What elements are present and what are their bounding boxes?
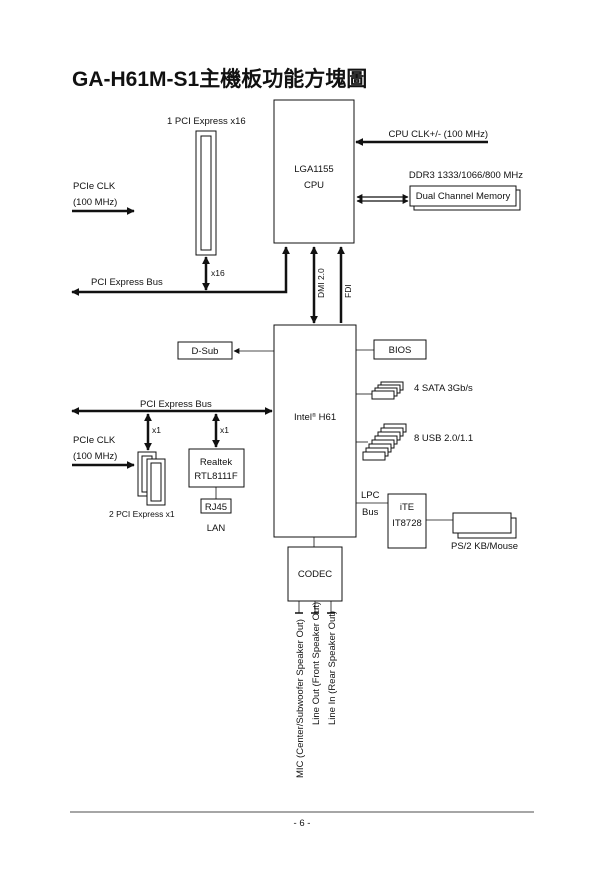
usb-ports <box>362 423 407 461</box>
pcie-bus-top <box>71 246 290 296</box>
chipset-box <box>273 324 357 538</box>
page-title: GA-H61M-S1主機板功能方塊圖 <box>72 67 367 91</box>
dsub-label: D-Sub <box>192 346 219 357</box>
lpc-label-line2: Bus <box>362 507 379 518</box>
cpu-clk-label: CPU CLK+/- (100 MHz) <box>388 129 488 140</box>
cpu-box <box>273 99 355 244</box>
pcie-x16-label: 1 PCI Express x16 <box>167 116 246 127</box>
codec-box <box>287 546 343 602</box>
fdi-label: FDI <box>343 284 353 298</box>
pcie-clk-top-line2: (100 MHz) <box>73 197 117 208</box>
bios-box <box>373 339 427 360</box>
pcie-bus-mid-label: PCI Express Bus <box>140 399 212 410</box>
memory-slot-front <box>409 185 517 207</box>
ps2-port-front <box>452 512 512 534</box>
ite-label-line1: iTE <box>400 502 414 513</box>
cpu-label-line2: CPU <box>304 180 324 191</box>
lan-label: LAN <box>207 523 226 534</box>
pcie-clk-bottom-line1: PCIe CLK <box>73 435 116 446</box>
pcie-clk-top-line1: PCIe CLK <box>73 181 116 192</box>
sata-label: 4 SATA 3Gb/s <box>414 383 473 394</box>
ite-box <box>387 493 427 549</box>
ps2-label: PS/2 KB/Mouse <box>451 541 518 552</box>
mic-label: MIC (Center/Subwoofer Speaker Out) <box>295 619 306 778</box>
pcie-clk-bottom-line2: (100 MHz) <box>73 451 117 462</box>
cpu-label-line1: LGA1155 <box>294 164 333 175</box>
rj45-label: RJ45 <box>205 502 227 513</box>
page-number: - 6 - <box>294 818 311 829</box>
realtek-label-line1: Realtek <box>200 457 232 468</box>
lpc-label-line1: LPC <box>361 490 380 501</box>
memory-box-label: Dual Channel Memory <box>416 191 511 202</box>
pcie-x1-lane: x1 <box>152 425 161 435</box>
dsub-box <box>177 341 233 360</box>
codec-label: CODEC <box>298 569 332 580</box>
dmi-label: DMI 2.0 <box>316 268 326 298</box>
ite-label-line2: IT8728 <box>392 518 422 529</box>
pcie-x16-slot-inner <box>200 135 212 251</box>
ddr3-label: DDR3 1333/1066/800 MHz <box>409 170 523 181</box>
bios-label: BIOS <box>389 345 412 356</box>
realtek-lane: x1 <box>220 425 229 435</box>
line-out-label: Line Out (Front Speaker Out) <box>311 602 322 725</box>
line-in-label: Line In (Rear Speaker Out) <box>327 611 338 725</box>
realtek-label-line2: RTL8111F <box>194 471 237 482</box>
usb-label: 8 USB 2.0/1.1 <box>414 433 473 444</box>
pcie-bus-top-label: PCI Express Bus <box>91 277 163 288</box>
pcie-x1-slot-2-inner <box>150 462 162 502</box>
rj45-box <box>200 498 232 514</box>
chipset-label: Intel® H61 <box>294 412 336 423</box>
pcie-x1-label: 2 PCI Express x1 <box>109 509 175 519</box>
sata-ports <box>371 381 404 400</box>
realtek-box <box>188 448 245 488</box>
pcie-x16-lane: x16 <box>211 268 225 278</box>
